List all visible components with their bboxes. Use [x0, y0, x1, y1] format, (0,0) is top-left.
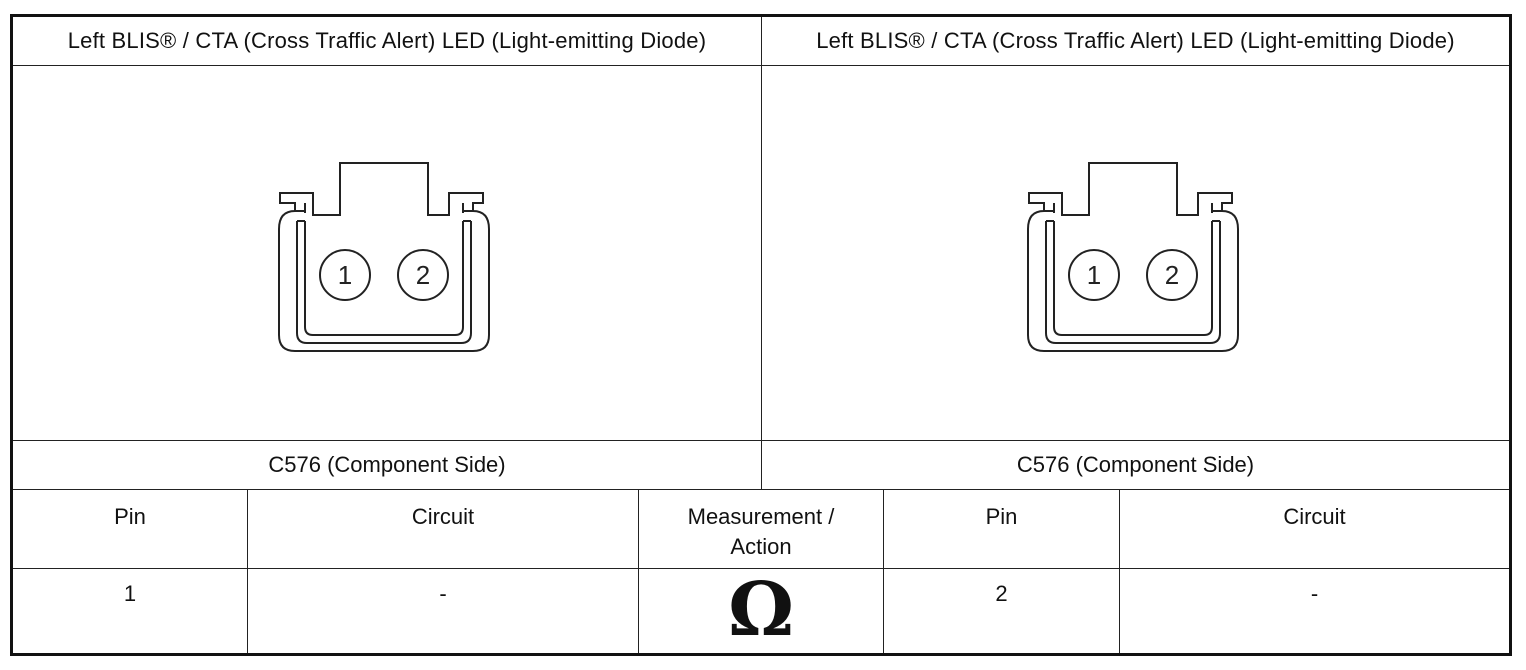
- row-pin-left: 1: [123, 581, 137, 606]
- connector-c576-drawing: 1 2: [278, 162, 490, 352]
- connector-title-right: Left BLIS® / CTA (Cross Traffic Alert) L…: [816, 28, 1455, 53]
- ohm-measurement-icon: Ω: [728, 567, 794, 653]
- connector-c576-drawing: 1 2: [1026, 162, 1239, 352]
- grid-line: [761, 17, 762, 489]
- pinout-table: Left BLIS® / CTA (Cross Traffic Alert) L…: [10, 14, 1512, 656]
- row-pin-right: 2: [995, 581, 1008, 606]
- connector-diagram-left: 1 2: [13, 66, 761, 440]
- header-measurement-action: Measurement / Action: [687, 504, 835, 559]
- grid-line: [1119, 489, 1120, 653]
- connector-title-left: Left BLIS® / CTA (Cross Traffic Alert) L…: [67, 28, 707, 53]
- connector-caption-right: C576 (Component Side): [1016, 452, 1255, 477]
- pin-2: 2: [397, 249, 449, 301]
- header-circuit-right: Circuit: [1283, 504, 1346, 529]
- pin-1-label: 1: [338, 260, 352, 290]
- header-pin-right: Pin: [985, 504, 1018, 529]
- grid-line: [247, 489, 248, 653]
- pin-2-label: 2: [1164, 260, 1178, 290]
- grid-line: [883, 489, 884, 653]
- grid-line: [13, 489, 1509, 490]
- header-circuit-left: Circuit: [411, 504, 475, 529]
- row-circuit-right: -: [1310, 581, 1319, 606]
- pin-1-label: 1: [1086, 260, 1100, 290]
- pin-1: 1: [1067, 249, 1120, 301]
- grid-line: [13, 568, 1509, 569]
- header-pin-left: Pin: [114, 504, 146, 529]
- pin-1: 1: [319, 249, 371, 301]
- pin-2-label: 2: [416, 260, 430, 290]
- pin-2: 2: [1145, 249, 1198, 301]
- grid-line: [638, 489, 639, 653]
- connector-diagram-right: 1 2: [762, 66, 1509, 440]
- connector-caption-left: C576 (Component Side): [268, 452, 506, 477]
- row-circuit-left: -: [439, 581, 447, 606]
